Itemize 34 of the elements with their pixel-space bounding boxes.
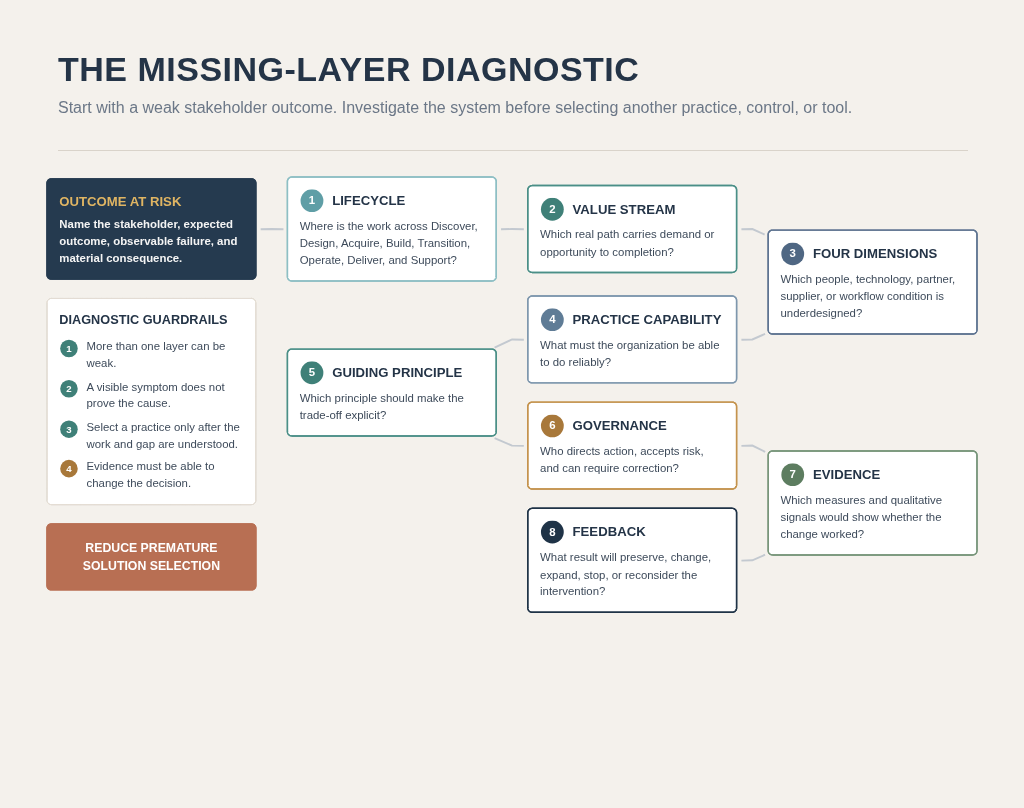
step-title: VALUE STREAM <box>572 200 677 218</box>
connector-line <box>493 338 525 349</box>
question-text: Who directs action, accepts risk, and can require correction? <box>540 443 705 477</box>
banner-text: REDUCE PREMATURE SOLUTION SELECTION <box>81 539 221 574</box>
question-text: What must the organization be able to do reliably? <box>540 337 721 371</box>
step-title: GOVERNANCE <box>572 417 668 435</box>
step-title: FOUR DIMENSIONS <box>812 245 939 263</box>
connector-line <box>740 553 767 562</box>
step-title: GUIDING PRINCIPLE <box>332 364 464 382</box>
guardrail-text: Evidence must be able to change the decision. <box>86 459 216 492</box>
question-text: Where is the work across Discover, Design, Acquire, Build, Transition, Operate, Deliver, and Support? <box>299 218 479 269</box>
connector-line <box>259 228 285 231</box>
connector-line <box>740 228 766 236</box>
question-text: What result will preserve, change, expand, stop, or reconsider the intervention? <box>540 549 713 600</box>
guardrail-text: More than one layer can be weak. <box>86 339 227 372</box>
connector-line <box>493 437 525 447</box>
diagram-title: THE MISSING-LAYER DIAGNOSTIC <box>58 50 640 89</box>
guardrail-text: A visible symptom does not prove the cause. <box>86 379 226 412</box>
step-title: FEEDBACK <box>572 523 647 541</box>
panel-heading: OUTCOME AT RISK <box>59 192 183 211</box>
step-title: PRACTICE CAPABILITY <box>572 311 723 329</box>
connector-line <box>500 228 525 231</box>
question-text: Which measures and qualitative signals would show whether the change worked? <box>780 492 944 543</box>
question-text: Which principle should make the trade-off explicit? <box>299 390 465 424</box>
guardrail-text: Select a practice only after the work and gap are understood. <box>86 419 241 452</box>
panel-text: Name the stakeholder, expected outcome, observable failure, and material consequence. <box>59 216 239 267</box>
step-title: EVIDENCE <box>812 466 882 484</box>
step-title: LIFECYCLE <box>332 192 407 210</box>
subtitle: Start with a weak stakeholder outcome. Investigate the system before selecting another practice, control, or tool. <box>58 99 853 117</box>
panel-heading: DIAGNOSTIC GUARDRAILS <box>59 311 229 329</box>
connector-line <box>740 444 767 453</box>
question-text: Which people, technology, partner, supplier, or workflow condition is underdesigned? <box>780 271 957 322</box>
connector-line <box>740 332 767 341</box>
question-text: Which real path carries demand or opportunity to completion? <box>540 226 716 260</box>
